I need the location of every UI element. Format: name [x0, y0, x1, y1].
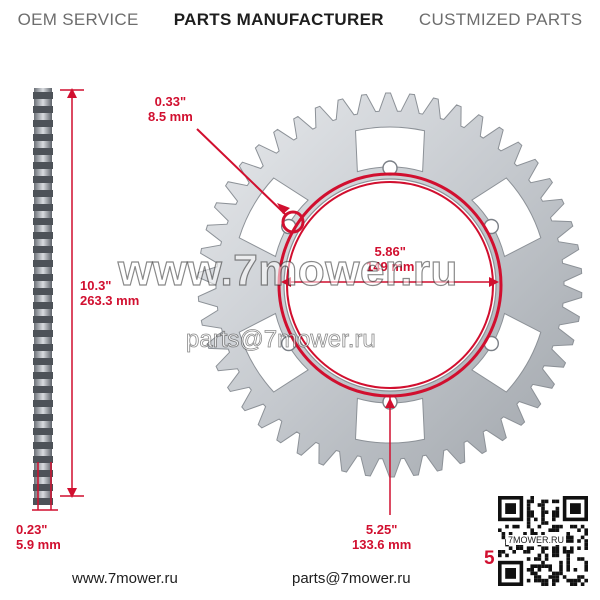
- hole-dimension-inches: 0.33": [154, 94, 187, 109]
- side-tooth: [33, 414, 53, 421]
- sprocket-side-view: [33, 88, 53, 505]
- side-tooth: [33, 498, 53, 505]
- bore-dimension-label: 5.86" 149 mm: [366, 244, 414, 274]
- header-bar: OEM SERVICE PARTS MANUFACTURER CUSTMIZED…: [0, 6, 600, 34]
- corner-number: 5: [484, 548, 495, 569]
- dimension-arrows: [67, 88, 499, 498]
- header-parts-manufacturer: PARTS MANUFACTURER: [173, 10, 384, 29]
- side-tooth: [33, 162, 53, 169]
- side-tooth: [33, 386, 53, 393]
- side-tooth: [33, 148, 53, 155]
- side-tooth: [33, 232, 53, 239]
- side-tooth: [33, 372, 53, 379]
- watermark-email: parts@7mower.ru: [186, 326, 377, 354]
- side-tooth: [33, 330, 53, 337]
- thickness-dimension-mm: 5.9 mm: [16, 537, 61, 552]
- side-tooth: [33, 288, 53, 295]
- hole-dimension-label: 0.33" 8.5 mm: [148, 94, 193, 124]
- side-tooth: [33, 134, 53, 141]
- side-tooth: [33, 176, 53, 183]
- lightening-hole: [238, 312, 309, 393]
- side-tooth: [33, 442, 53, 449]
- side-tooth: [33, 344, 53, 351]
- bore-dimension-mm: 149 mm: [366, 259, 415, 274]
- side-tooth: [33, 316, 53, 323]
- side-tooth: [33, 190, 53, 197]
- height-dimension-mm: 263.3 mm: [80, 293, 140, 308]
- height-dimension-label: 10.3" 263.3 mm: [80, 278, 139, 308]
- side-tooth: [33, 246, 53, 253]
- footer-site-link[interactable]: www.7mower.ru: [72, 570, 178, 587]
- side-tooth: [33, 120, 53, 127]
- side-tooth: [33, 358, 53, 365]
- side-tooth: [33, 274, 53, 281]
- thickness-dimension-label: 0.23" 5.9 mm: [16, 522, 61, 552]
- sprocket-front-view: [197, 92, 583, 478]
- side-tooth: [33, 204, 53, 211]
- side-tooth: [33, 428, 53, 435]
- qr-code: [498, 496, 588, 586]
- side-tooth: [33, 106, 53, 113]
- lightening-hole: [471, 177, 542, 258]
- header-customized-parts: CUSTMIZED PARTS: [418, 10, 583, 29]
- thickness-dimension-inches: 0.23": [16, 522, 48, 537]
- side-tooth: [33, 484, 53, 491]
- side-tooth: [33, 470, 53, 477]
- bolt-circle-dimension-label: 5.25" 133.6 mm: [352, 522, 411, 552]
- header-oem-service: OEM SERVICE: [17, 10, 139, 29]
- side-tooth: [33, 218, 53, 225]
- lightening-hole: [471, 312, 542, 393]
- footer-email-link[interactable]: parts@7mower.ru: [292, 570, 411, 587]
- qr-caption: 7MOWER.RU: [506, 535, 566, 545]
- side-tooth: [33, 456, 53, 463]
- side-tooth: [33, 400, 53, 407]
- side-tooth: [33, 92, 53, 99]
- side-tooth: [33, 302, 53, 309]
- side-tooth: [33, 260, 53, 267]
- watermark-site: www.7mower.ru: [117, 245, 458, 295]
- height-dimension-inches: 10.3": [80, 278, 112, 293]
- bolt-circle-dimension-inches: 5.25": [365, 522, 398, 537]
- bolt-circle-dimension-mm: 133.6 mm: [352, 537, 412, 552]
- hole-dimension-mm: 8.5 mm: [148, 109, 193, 124]
- bore-dimension-inches: 5.86": [374, 244, 406, 259]
- lightening-hole: [354, 126, 426, 173]
- lightening-hole: [238, 177, 309, 258]
